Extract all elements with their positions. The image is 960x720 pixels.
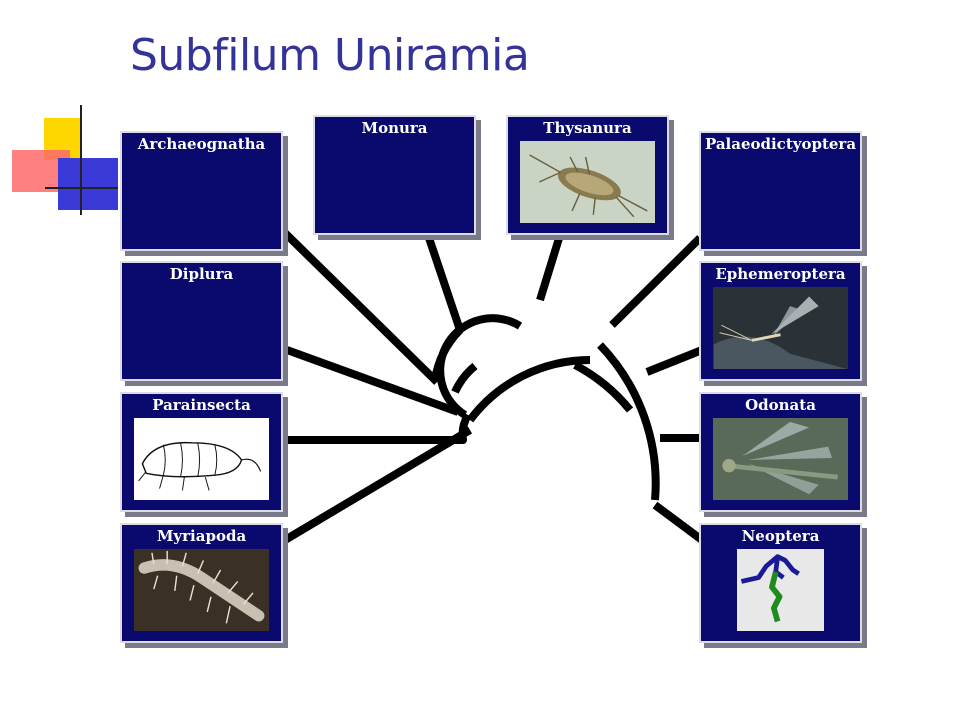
branch-arc-right-main — [597, 342, 660, 501]
deco-blue-square — [58, 158, 118, 210]
taxon-label: Archaeognatha — [137, 135, 266, 153]
taxon-label: Palaeodictyoptera — [704, 135, 857, 153]
dragonfly-drawing — [722, 421, 838, 495]
taxon-parainsecta: Parainsecta — [120, 392, 283, 512]
branch-arc-right-upper — [573, 361, 634, 413]
branch-palaeodictyoptera — [609, 235, 703, 328]
branch-thysanura — [536, 233, 564, 302]
branch-arc-root — [466, 356, 591, 423]
taxon-odonata: Odonata — [699, 392, 862, 512]
taxon-myriapoda: Myriapoda — [120, 523, 283, 643]
slide-title: Subfilum Uniramia — [130, 30, 530, 81]
centipede-drawing — [138, 550, 265, 624]
taxon-label: Monura — [361, 119, 428, 137]
taxon-label: Thysanura — [543, 119, 632, 137]
taxon-neoptera: Neoptera — [699, 523, 862, 643]
centipede-photo-icon — [134, 549, 269, 631]
branch-ephemeroptera — [645, 346, 704, 376]
mayfly-photo-icon — [713, 287, 848, 369]
branch-myriapoda — [282, 426, 473, 544]
branch-arc-left-middle — [451, 362, 478, 394]
taxon-label: Parainsecta — [152, 396, 251, 414]
mayfly-drawing — [713, 296, 848, 369]
taxon-label: Odonata — [745, 396, 816, 414]
branch-monura — [424, 233, 464, 332]
wing-venation-drawing — [740, 554, 800, 623]
taxon-monura: Monura — [313, 115, 476, 235]
taxon-label: Ephemeroptera — [715, 265, 846, 283]
dragonfly-photo-icon — [713, 418, 848, 500]
taxon-label: Diplura — [169, 265, 234, 283]
branch-archaeognatha — [282, 230, 440, 385]
springtail-drawing — [138, 441, 262, 491]
taxon-thysanura: Thysanura — [506, 115, 669, 235]
silverfish-photo-icon — [520, 141, 655, 223]
taxon-diplura: Diplura — [120, 261, 283, 381]
wing-venation-icon — [737, 549, 824, 631]
taxon-label: Neoptera — [741, 527, 820, 545]
springtail-drawing-icon — [134, 418, 269, 500]
taxon-archaeognatha: Archaeognatha — [120, 131, 283, 251]
taxon-palaeodictyoptera: Palaeodictyoptera — [699, 131, 862, 251]
taxon-ephemeroptera: Ephemeroptera — [699, 261, 862, 381]
silverfish-drawing — [529, 154, 648, 218]
branch-diplura — [285, 346, 460, 416]
branch-parainsecta — [287, 412, 472, 444]
corner-decoration — [12, 105, 118, 215]
taxon-label: Myriapoda — [156, 527, 247, 545]
branch-neoptera — [652, 501, 705, 544]
